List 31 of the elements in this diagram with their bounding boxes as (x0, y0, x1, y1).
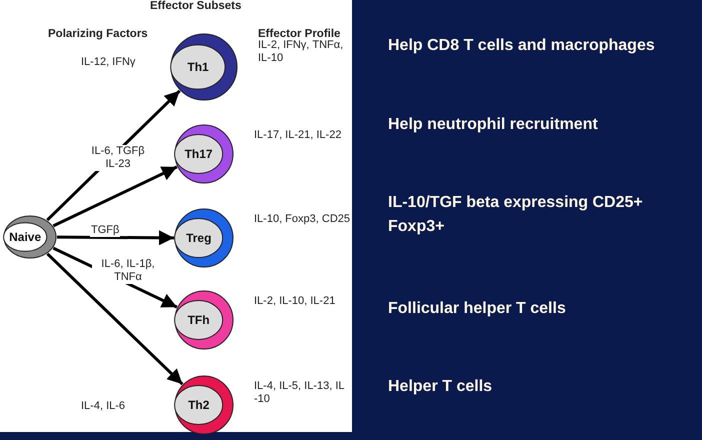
effector-profile-text: IL-2, IFNγ, TNFα, IL-10 (258, 39, 344, 65)
cell-name: Th1 (187, 60, 209, 74)
description-text: Follicular helper T cells (388, 299, 567, 319)
cell-circle (174, 124, 234, 184)
cell-name: Th2 (188, 398, 210, 412)
cell-name: Th17 (184, 147, 213, 161)
cell-name: Treg (186, 231, 212, 245)
edge-label: IL-4, IL-6 (80, 400, 126, 413)
edge-label: IL-12, IFNγ (80, 56, 136, 69)
edge-label: TGFβ (90, 224, 120, 237)
column-heading: Polarizing Factors (48, 28, 148, 40)
cell-circle (174, 208, 234, 268)
naive-cell-circle (3, 215, 57, 259)
cell-circle (174, 290, 234, 350)
arrow (46, 252, 184, 386)
cell-name: TFh (188, 313, 210, 327)
cell-circle (174, 375, 234, 435)
effector-profile-text: IL-10, Foxp3, CD25 (254, 213, 350, 226)
cell-name: Naive (9, 230, 42, 244)
column-heading: Effector Profile (258, 28, 340, 40)
arrow (52, 166, 178, 228)
description-text: Helper T cells (388, 377, 494, 397)
effector-profile-text: IL-17, IL-21, IL-22 (254, 129, 342, 142)
arrow (56, 230, 174, 246)
description-text: Help CD8 T cells and macrophages (388, 36, 656, 56)
description-text: Help neutrophil recruitment (388, 115, 599, 135)
effector-profile-text: IL-4, IL-5, IL-13, IL -10 (254, 380, 346, 406)
description-text: IL-10/TGF beta expressing CD25+ Foxp3+ (388, 193, 644, 237)
column-heading: Effector Subsets (150, 0, 242, 12)
effector-profile-text: IL-2, IL-10, IL-21 (254, 295, 336, 308)
cell-circle (170, 33, 238, 101)
